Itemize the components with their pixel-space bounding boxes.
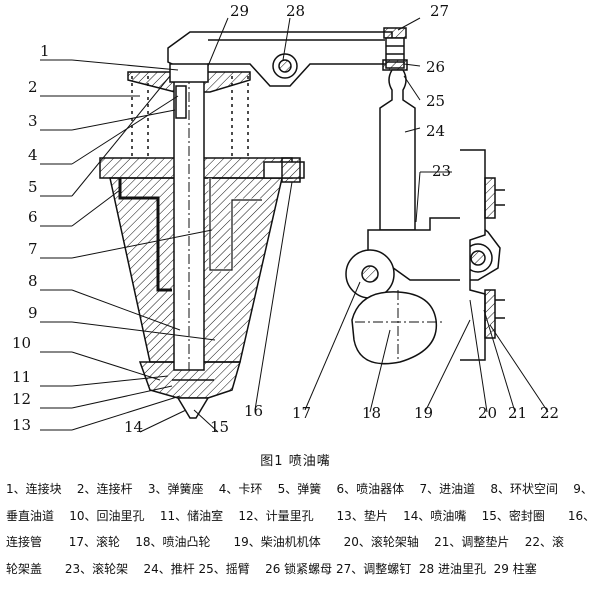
engine-block-wall bbox=[460, 149, 505, 361]
legend-item: 19、柴油机机体 bbox=[233, 535, 321, 549]
rocker-arm bbox=[167, 31, 393, 87]
callout-4: 4 bbox=[28, 146, 38, 164]
legend-item: 20、滚轮架轴 bbox=[343, 535, 419, 549]
callout-22: 22 bbox=[540, 404, 559, 422]
callout-27: 27 bbox=[430, 2, 449, 20]
legend-item: 29 柱塞 bbox=[493, 561, 537, 576]
legend-item: 14、喷油嘴 bbox=[403, 508, 467, 523]
legend-item: 8、环状空间 bbox=[490, 482, 558, 496]
legend-item: 12、计量里孔 bbox=[238, 508, 314, 523]
callout-numbers: 1 2 3 4 5 6 7 8 9 10 11 12 13 14 15 16 1… bbox=[12, 2, 559, 436]
callout-7: 7 bbox=[28, 240, 38, 258]
legend-item: 22、滚 bbox=[524, 535, 564, 549]
callout-11: 11 bbox=[12, 368, 31, 386]
callout-2: 2 bbox=[28, 78, 38, 96]
callout-29: 29 bbox=[230, 2, 249, 20]
callout-28: 28 bbox=[286, 2, 305, 20]
legend-item: 4、卡环 bbox=[218, 482, 263, 496]
legend-item: 21、调整垫片 bbox=[434, 535, 510, 549]
legend-item: 1、连接块 bbox=[6, 482, 62, 496]
legend-item: 16、 bbox=[567, 508, 591, 523]
leader-lines bbox=[40, 17, 549, 433]
callout-21: 21 bbox=[508, 404, 527, 422]
callout-3: 3 bbox=[28, 112, 38, 130]
callout-24: 24 bbox=[426, 122, 445, 140]
legend-item: 3、弹簧座 bbox=[147, 482, 204, 496]
callout-25: 25 bbox=[426, 92, 445, 110]
callout-14: 14 bbox=[124, 418, 143, 436]
legend-item: 18、喷油凸轮 bbox=[135, 535, 211, 549]
callout-16: 16 bbox=[244, 402, 263, 420]
legend-row: 连接管 17、滚轮 18、喷油凸轮 19、柴油机机体 20、滚轮架轴 21、调整… bbox=[6, 529, 588, 556]
push-rod bbox=[379, 69, 416, 231]
legend-row: 1、连接块 2、连接杆 3、弹簧座 4、卡环 5、弹簧 6、喷油器体 7、进油道… bbox=[6, 476, 591, 503]
legend-item: 9、 bbox=[573, 482, 591, 496]
callout-15: 15 bbox=[210, 418, 229, 436]
legend-item: 连接管 bbox=[6, 535, 43, 549]
injection-cam bbox=[351, 290, 445, 365]
legend-item: 10、回油里孔 bbox=[69, 508, 145, 523]
adjusting-screw bbox=[382, 27, 408, 71]
legend-item: 6、喷油器体 bbox=[336, 482, 405, 496]
callout-12: 12 bbox=[12, 390, 31, 408]
legend-item: 28 进油里孔 bbox=[418, 561, 486, 576]
legend-row: 轮架盖 23、滚轮架 24、推杆 25、摇臂 26 锁紧螺母 27、调整螺钉 2… bbox=[6, 556, 588, 583]
callout-26: 26 bbox=[426, 58, 445, 76]
legend-item: 11、储油室 bbox=[159, 508, 224, 523]
callout-19: 19 bbox=[414, 404, 433, 422]
legend-row: 垂直油道 10、回油里孔 11、储油室 12、计量里孔 13、垫片 14、喷油嘴… bbox=[6, 503, 591, 530]
callout-1: 1 bbox=[40, 42, 50, 60]
injector-diagram: 1 2 3 4 5 6 7 8 9 10 11 12 13 14 15 16 1… bbox=[12, 2, 559, 436]
legend-item: 26 锁紧螺母 27、调整螺钉 bbox=[265, 561, 412, 576]
legend-item: 轮架盖 bbox=[6, 561, 43, 576]
callout-18: 18 bbox=[362, 404, 381, 422]
callout-17: 17 bbox=[292, 404, 311, 422]
legend-item: 5、弹簧 bbox=[277, 482, 322, 496]
callout-10: 10 bbox=[12, 334, 31, 352]
callout-23: 23 bbox=[432, 162, 451, 180]
legend-item: 24、推杆 25、摇臂 bbox=[143, 561, 250, 576]
callout-8: 8 bbox=[28, 272, 38, 290]
callout-20: 20 bbox=[478, 404, 497, 422]
callout-6: 6 bbox=[28, 208, 38, 226]
callout-9: 9 bbox=[28, 304, 38, 322]
legend-item: 2、连接杆 bbox=[76, 482, 133, 496]
legend-item: 垂直油道 bbox=[6, 508, 55, 523]
figure-caption: 图1 喷油嘴 bbox=[260, 454, 331, 469]
callout-5: 5 bbox=[28, 178, 38, 196]
parts-legend: 1、连接块 2、连接杆 3、弹簧座 4、卡环 5、弹簧 6、喷油器体 7、进油道… bbox=[6, 476, 591, 583]
legend-item: 17、滚轮 bbox=[68, 535, 120, 549]
legend-item: 15、密封圈 bbox=[481, 508, 545, 523]
legend-item: 13、垫片 bbox=[336, 508, 388, 523]
legend-item: 23、滚轮架 bbox=[64, 561, 129, 576]
roller bbox=[345, 249, 395, 299]
callout-13: 13 bbox=[12, 416, 31, 434]
legend-item: 7、进油道 bbox=[419, 482, 476, 496]
injector-body bbox=[99, 63, 305, 419]
